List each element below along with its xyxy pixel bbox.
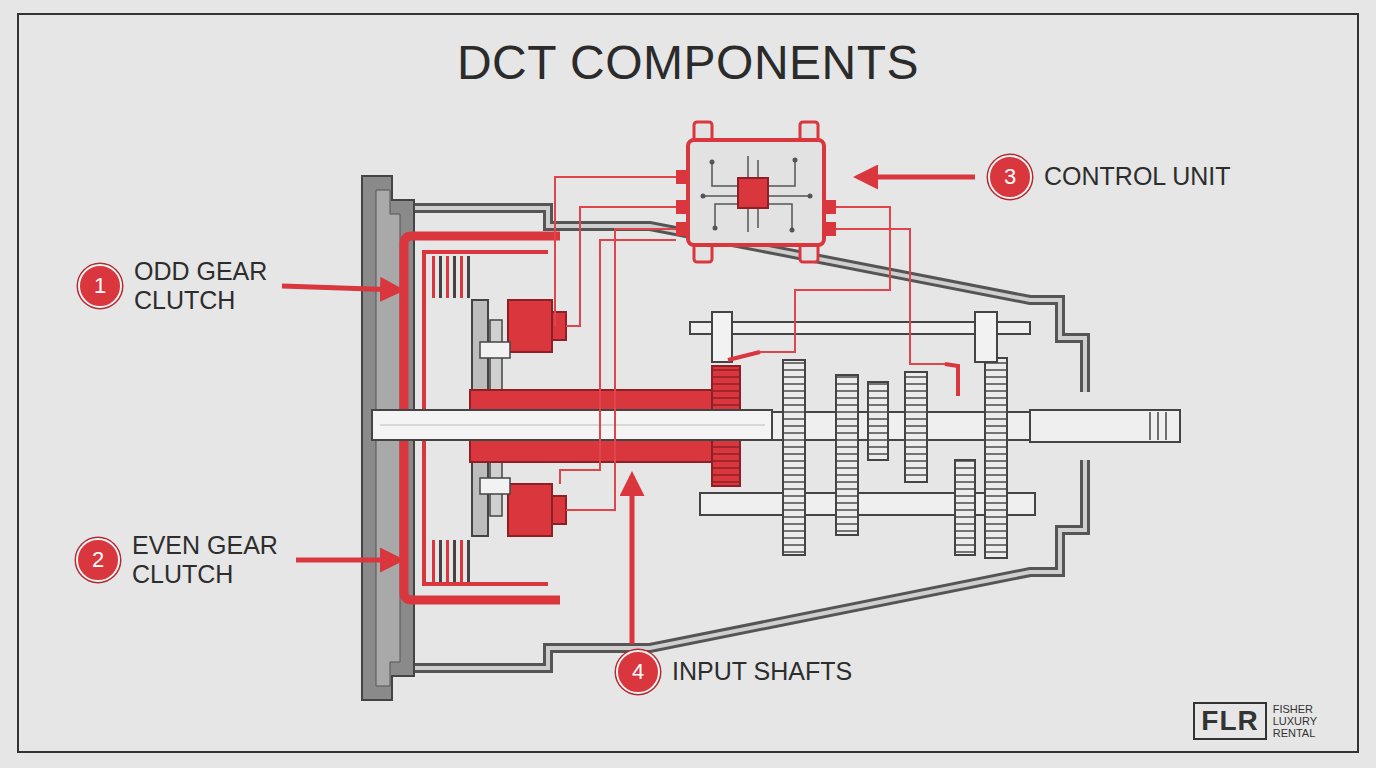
dual-clutch-part [460,256,463,298]
control-unit-part [824,200,836,214]
leader-arrows-part [282,286,400,290]
dual-clutch-part [432,256,435,298]
dual-clutch-part [552,496,566,524]
callout: 3 CONTROL UNIT [988,155,1231,199]
gear-train-part [712,312,732,362]
gear-train-part [985,358,1007,558]
outer-frame [18,14,1358,752]
logo-text: FLR [1201,705,1258,736]
control-unit-part [713,226,718,231]
callout: 2 EVEN GEAR CLUTCH [76,531,297,590]
callout-number: 4 [632,661,644,683]
gear-train-part [1165,412,1167,440]
control-wires-part [836,229,945,364]
input-shafts-part [372,410,772,440]
gear-train-part [868,382,888,460]
dual-clutch-part [439,256,442,298]
control-unit-part [793,158,798,163]
dual-clutch-part [432,540,435,582]
part-name: CONTROL UNIT [1044,162,1231,192]
control-wires-part [566,207,676,326]
dual-clutch-part [508,484,552,536]
control-wires-part [566,229,676,510]
part-name: ODD GEAR CLUTCH [134,257,299,316]
dual-clutch-part [446,540,449,582]
gear-train [690,312,1180,558]
gear-train-part [836,375,858,535]
control-unit-part [824,222,836,236]
dual-clutch-part [446,256,449,298]
gear-train-part [975,312,997,362]
callout-circle: 3 [988,155,1032,199]
control-unit-part [808,194,813,199]
gear-train-part [1149,412,1151,440]
gear-train-part [783,360,805,555]
gear-train-part [1157,412,1159,440]
callout-circle: 1 [78,264,122,308]
input-shafts [372,366,772,486]
gear-train-part [955,460,975,555]
callout-number: 3 [1004,166,1016,188]
control-unit-part [676,200,688,214]
gear-train-part [905,372,927,482]
dual-clutch-part [467,540,470,582]
gear-train-part [1030,410,1180,442]
callout: 4 INPUT SHAFTS [616,650,852,694]
leader-arrows-part [296,558,400,563]
callout: 1 ODD GEAR CLUTCH [78,257,299,316]
control-unit-part [705,156,808,232]
diagram-title: DCT COMPONENTS [0,34,1376,92]
gear-train-part [945,364,958,396]
logo-box: FLR [1193,702,1266,740]
input-shafts-part [380,425,765,426]
control-wires-part [560,240,676,484]
control-unit-part [710,160,715,165]
dual-clutch-part [453,256,456,298]
callout-number: 2 [92,549,104,571]
leader-arrows [282,177,975,644]
control-unit-part [738,178,768,208]
dual-clutch-part [439,540,442,582]
leader-arrows-part [858,175,975,180]
company-name: FISHER LUXURY RENTAL [1273,703,1331,740]
control-unit-part [676,170,688,184]
part-name: INPUT SHAFTS [672,657,852,687]
logo-badge: FLR FISHER LUXURY RENTAL [1193,702,1330,740]
part-name: EVEN GEAR CLUTCH [132,531,297,590]
dual-clutch-part [467,256,470,298]
control-unit-part [688,140,824,245]
dual-clutch-part [480,342,510,358]
gear-train-part [728,352,760,360]
leader-arrows-part [630,476,635,644]
dual-clutch-part [508,300,552,352]
callout-number: 1 [94,275,106,297]
dual-clutch-part [453,540,456,582]
control-unit-part [790,228,795,233]
control-unit-part [701,194,706,199]
control-unit-part [676,222,688,236]
callout-circle: 4 [616,650,660,694]
transmission-housing [362,176,1085,700]
callout-circle: 2 [76,538,120,582]
dual-clutch-part [460,540,463,582]
control-unit [676,122,836,262]
dual-clutch-part [480,478,510,494]
